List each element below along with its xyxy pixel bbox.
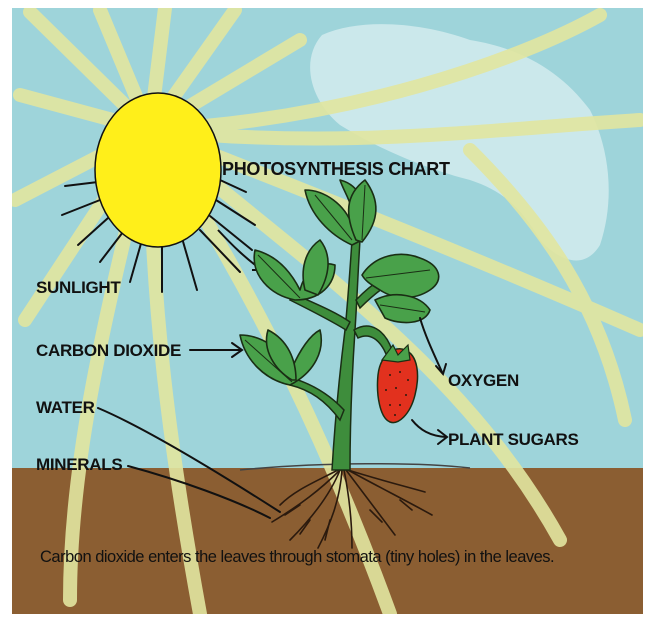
label-carbon-dioxide: CARBON DIOXIDE: [36, 341, 181, 360]
diagram-title: PHOTOSYNTHESIS CHART: [222, 159, 450, 179]
label-plant-sugars: PLANT SUGARS: [448, 430, 579, 449]
soil: [12, 468, 643, 614]
label-sunlight: SUNLIGHT: [36, 278, 121, 297]
caption: Carbon dioxide enters the leaves through…: [40, 548, 554, 566]
label-minerals: MINERALS: [36, 455, 122, 474]
label-oxygen: OXYGEN: [448, 371, 519, 390]
label-water: WATER: [36, 398, 95, 417]
